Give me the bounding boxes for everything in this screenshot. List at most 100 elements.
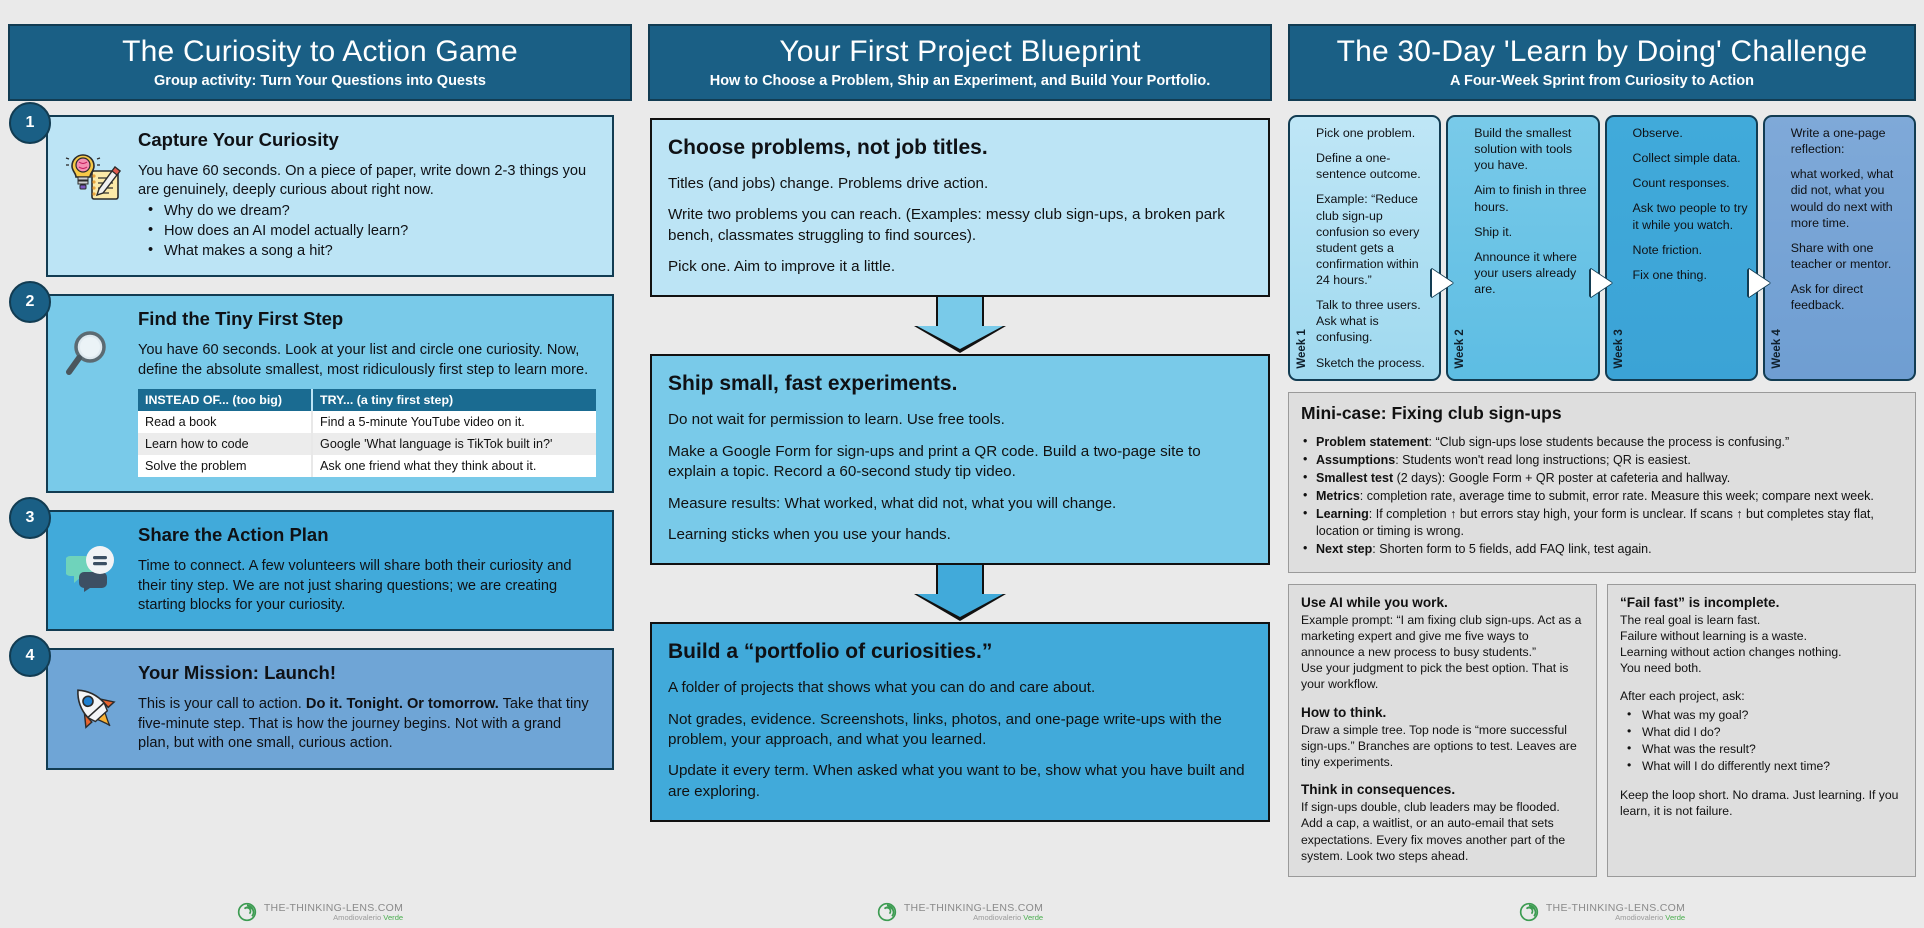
step-card-body: Capture Your Curiosity You have 60 secon… [138, 129, 596, 261]
table-row: Learn how to code Google 'What language … [138, 433, 596, 456]
step-list: 1 [0, 101, 640, 770]
step-card-title: Capture Your Curiosity [138, 129, 339, 150]
flow-box-paragraph: Learning sticks when you use your hands. [668, 525, 951, 543]
case-item-sep: : [1368, 507, 1373, 522]
list-item: Problem statement: “Club sign-ups lose s… [1301, 433, 1903, 451]
block-text: Draw a simple tree. Top node is “more su… [1301, 722, 1577, 770]
week-paragraph: Pick one problem. [1316, 126, 1416, 140]
footer-author-name: Amodiovalerio [973, 912, 1024, 922]
right-column-header: The 30-Day 'Learn by Doing' Challenge A … [1288, 24, 1916, 101]
week-body: Pick one problem. Define a one-sentence … [1316, 125, 1432, 371]
list-item: Next step: Shorten form to 5 fields, add… [1301, 540, 1903, 558]
block-heading: Use AI while you work. [1301, 594, 1448, 610]
middle-header-subtitle: How to Choose a Problem, Ship an Experim… [709, 73, 1211, 89]
footer-author-name: Amodiovalerio [333, 912, 384, 922]
flow-box-paragraph: A folder of projects that shows what you… [668, 679, 1096, 697]
list-item: Learning: If completion ↑ but errors sta… [1301, 505, 1903, 540]
list-item: What was my goal? [1624, 706, 1903, 724]
case-item-label: Metrics [1316, 489, 1360, 503]
step-card: Find the Tiny First Step You have 60 sec… [46, 294, 614, 494]
footer-author-name: Amodiovalerio [1615, 912, 1666, 922]
flow-box-paragraph: Update it every term. When asked what yo… [668, 762, 1245, 800]
fail-fast-line: Failure without learning is a waste. [1620, 628, 1807, 643]
mini-case-title: Mini-case: Fixing club sign-ups [1301, 402, 1562, 423]
week-paragraph: Share with one teacher or mentor. [1790, 240, 1892, 271]
footer-author-accent: Verde [1023, 912, 1044, 922]
step-card-title: Your Mission: Launch! [138, 662, 337, 684]
case-item-text: “Club sign-ups lose students because the… [1432, 434, 1790, 449]
week-paragraph: Write a one-page reflection: [1790, 126, 1886, 157]
down-arrow-icon [914, 297, 1006, 354]
block-text: Example prompt: “I am fixing club sign-u… [1301, 612, 1582, 692]
footer-site: THE-THINKING-LENS.COM [903, 901, 1044, 914]
footer-site: THE-THINKING-LENS.COM [1545, 901, 1686, 914]
step-card-text: This is your call to action. Do it. Toni… [138, 695, 596, 753]
instead-of-try-table: INSTEAD OF... (too big) TRY... (a tiny f… [138, 389, 596, 478]
list-item: What makes a song a hit? [144, 241, 596, 262]
flow-box-title: Build a “portfolio of curiosities.” [668, 640, 993, 664]
flow-box-paragraph: Write two problems you can reach. (Examp… [668, 206, 1225, 244]
step-card-title: Find the Tiny First Step [138, 308, 344, 330]
block-heading: How to think. [1301, 704, 1387, 720]
step-card: Share the Action Plan Time to connect. A… [46, 510, 614, 632]
week-paragraph: Ask for direct feedback. [1790, 282, 1864, 313]
list-item: What did I do? [1624, 723, 1903, 741]
week-body: Observe. Collect simple data. Count resp… [1633, 125, 1749, 371]
list-item: How does an AI model actually learn? [144, 221, 596, 242]
column-curiosity-game: The Curiosity to Action Game Group activ… [0, 0, 640, 928]
table-header-row: INSTEAD OF... (too big) TRY... (a tiny f… [138, 389, 596, 412]
table-row: Solve the problem Ask one friend what th… [138, 455, 596, 478]
mini-case-list: Problem statement: “Club sign-ups lose s… [1301, 433, 1903, 559]
list-item: What will I do differently next time? [1624, 757, 1903, 775]
list-item: What was the result? [1624, 740, 1903, 758]
mini-case-panel: Mini-case: Fixing club sign-ups Problem … [1288, 391, 1916, 573]
footer-text: THE-THINKING-LENS.COM Amodiovalerio Verd… [264, 902, 403, 922]
week-paragraph: Sketch the process. [1316, 355, 1425, 370]
week-paragraph: Aim to finish in three hours. [1474, 183, 1587, 214]
week-card-3: Week 3 Observe. Collect simple data. Cou… [1604, 115, 1770, 381]
challenge-content: Week 1 Pick one problem. Define a one-se… [1280, 101, 1924, 878]
week-card-4: Week 4 Write a one-page reflection: what… [1762, 115, 1916, 381]
spiral-lens-logo-icon [1519, 902, 1539, 922]
week-transition-arrow-icon [1590, 269, 1612, 297]
cell-instead-of: Solve the problem [138, 455, 314, 478]
footer-right: THE-THINKING-LENS.COM Amodiovalerio Verd… [1280, 902, 1924, 922]
cell-instead-of: Learn how to code [138, 433, 314, 456]
cell-instead-of: Read a book [138, 411, 314, 434]
left-header-subtitle: Group activity: Turn Your Questions into… [154, 73, 486, 89]
week-paragraph: Define a one-sentence outcome. [1316, 151, 1421, 182]
column-project-blueprint: Your First Project Blueprint How to Choo… [640, 0, 1280, 928]
step-card-text: You have 60 seconds. On a piece of paper… [138, 163, 587, 199]
step-card-body: Share the Action Plan Time to connect. A… [138, 524, 596, 615]
week-paragraph: Build the smallest solution with tools y… [1474, 126, 1573, 173]
cell-try: Ask one friend what they think about it. [320, 459, 537, 474]
lightbulb-brain-notepad-icon [62, 129, 126, 201]
middle-column-header: Your First Project Blueprint How to Choo… [648, 24, 1272, 101]
down-arrow-icon [914, 565, 1006, 622]
week-paragraph: Fix one thing. [1632, 267, 1707, 282]
reflection-questions: What was my goal? What did I do? What wa… [1624, 706, 1903, 775]
flow-box-portfolio: Build a “portfolio of curiosities.” A fo… [650, 622, 1270, 823]
week-cards: Week 1 Pick one problem. Define a one-se… [1288, 115, 1916, 381]
list-item: Metrics: completion rate, average time t… [1301, 487, 1903, 505]
week-paragraph: Observe. [1632, 126, 1683, 140]
list-item: Why do we dream? [144, 201, 596, 222]
case-item-sep: : [1372, 542, 1376, 557]
fail-fast-line: Learning without action changes nothing. [1620, 644, 1842, 659]
blueprint-flow: Choose problems, not job titles. Titles … [640, 101, 1280, 823]
case-item-label: Next step [1316, 542, 1373, 557]
footer-left: THE-THINKING-LENS.COM Amodiovalerio Verd… [0, 902, 640, 922]
footer-author-accent: Verde [1665, 912, 1686, 922]
week-paragraph: what worked, what did not, what you woul… [1790, 167, 1894, 230]
week-card-2: Week 2 Build the smallest solution with … [1446, 115, 1612, 381]
step-card-text: You have 60 seconds. Look at your list a… [138, 342, 589, 378]
rocket-icon [62, 662, 126, 734]
step-number-badge: 3 [9, 497, 51, 540]
mission-text-emphasis: Do it. Tonight. Or tomorrow. [305, 696, 499, 713]
ask-label: After each project, ask: [1620, 689, 1745, 704]
block-heading: Think in consequences. [1301, 782, 1456, 798]
footer-author: Amodiovalerio Verde [1546, 912, 1686, 922]
column-header-instead-of: INSTEAD OF... (too big) [138, 389, 314, 412]
flow-arrow-2-wrap [650, 565, 1270, 622]
step-card-text: Time to connect. A few volunteers will s… [138, 558, 572, 613]
